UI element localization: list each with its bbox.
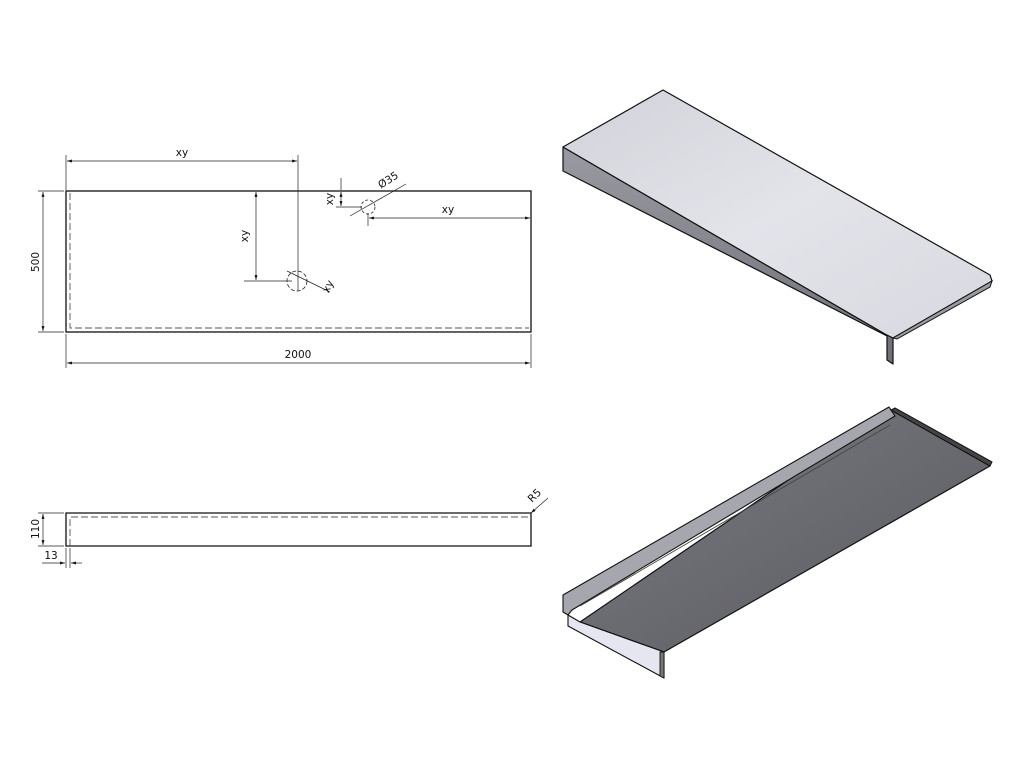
dim-hole1-x-label: xy: [176, 147, 188, 159]
top-view-hidden-edge: [69, 193, 529, 329]
front-view-outline: [65, 512, 532, 547]
iso-bottom-end-flange: [659, 651, 665, 679]
iso-bottom-fold-line: [579, 424, 891, 607]
dim-hole2-y-label: xy: [324, 193, 336, 205]
dim-thickness-label: 13: [44, 550, 57, 562]
iso-top-upper-face: [562, 89, 993, 339]
hole-2: [360, 199, 376, 215]
radius-leader: [530, 497, 549, 514]
hole-2-leader: [349, 183, 407, 217]
top-view-outline: [65, 190, 532, 333]
front-view-hidden-edge: [69, 516, 529, 546]
dim-hole1-diameter-label: xy: [320, 278, 336, 295]
front-view: 110 13 R5: [30, 487, 549, 568]
dim-hole2-x-label: xy: [442, 204, 454, 216]
iso-bottom-underside: [579, 409, 991, 653]
dim-height-label: 110: [30, 519, 42, 539]
dim-hole2-diameter-label: Ø35: [376, 170, 401, 192]
top-view: 2000 500 xy xy xy xy xy Ø35: [30, 147, 532, 368]
isometric-view-top: [562, 89, 993, 365]
dim-hole1-y-label: xy: [239, 230, 251, 242]
hole-1-leader: [286, 270, 331, 293]
isometric-view-bottom: [562, 406, 993, 679]
dim-width-label: 500: [30, 252, 42, 272]
dim-radius-label: R5: [526, 487, 544, 505]
iso-top-edge: [891, 279, 993, 340]
iso-bottom-edge: [889, 407, 993, 467]
iso-bottom-fold-strip: [562, 406, 896, 616]
dim-length-label: 2000: [285, 349, 312, 361]
